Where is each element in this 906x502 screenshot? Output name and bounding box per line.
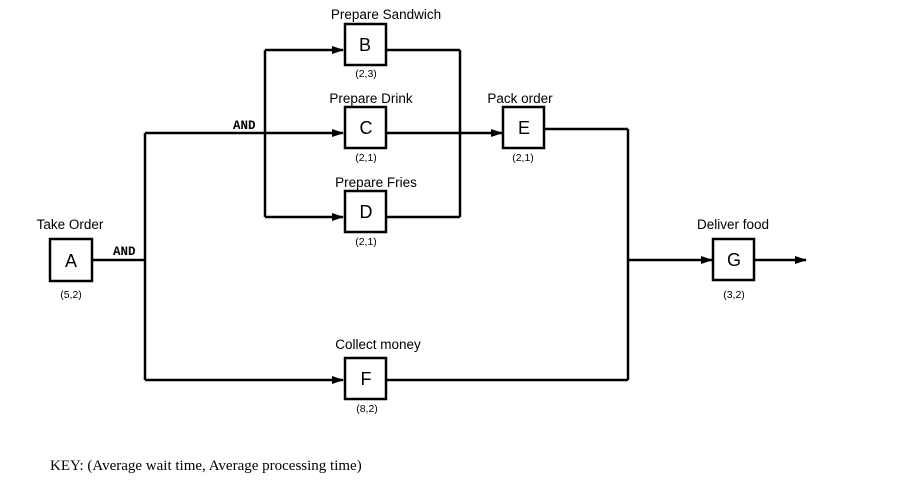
- node-d-title: Prepare Fries: [335, 175, 417, 190]
- and-gate-label-1: AND: [113, 245, 136, 259]
- node-c-params: (2,1): [355, 152, 377, 164]
- node-d-params: (2,1): [355, 236, 377, 248]
- node-f-letter: F: [361, 369, 372, 389]
- node-a-box: [48, 237, 94, 283]
- node-e: Pack order E (2,1): [487, 91, 553, 164]
- node-f: Collect money F (8,2): [335, 337, 421, 415]
- node-b-letter: B: [359, 35, 371, 55]
- node-d-box: [343, 189, 388, 234]
- node-f-params: (8,2): [356, 403, 378, 415]
- node-d-letter: D: [360, 202, 373, 222]
- node-b: Prepare Sandwich B (2,3): [331, 7, 441, 80]
- node-b-params: (2,3): [355, 68, 377, 80]
- node-b-box: [343, 22, 388, 67]
- node-e-box: [501, 105, 546, 150]
- node-e-params: (2,1): [512, 152, 534, 164]
- connectors: [92, 46, 807, 384]
- node-g-letter: G: [727, 250, 741, 270]
- node-e-title: Pack order: [487, 91, 553, 106]
- node-g: Deliver food G (3,2): [697, 217, 769, 301]
- and-gate-label-2: AND: [233, 119, 256, 133]
- node-e-letter: E: [518, 118, 530, 138]
- node-c-box: [343, 105, 388, 150]
- node-a: Take Order A (5,2): [37, 217, 104, 301]
- node-d: Prepare Fries D (2,1): [335, 175, 417, 248]
- node-a-params: (5,2): [60, 289, 82, 301]
- node-c-letter: C: [360, 118, 373, 138]
- node-f-title: Collect money: [335, 337, 421, 352]
- node-f-box: [343, 356, 388, 401]
- node-a-letter: A: [65, 251, 77, 271]
- node-g-title: Deliver food: [697, 217, 769, 232]
- node-a-title: Take Order: [37, 217, 104, 232]
- node-g-params: (3,2): [723, 289, 745, 301]
- node-c-title: Prepare Drink: [329, 91, 413, 106]
- node-c: Prepare Drink C (2,1): [329, 91, 413, 164]
- node-b-title: Prepare Sandwich: [331, 7, 441, 22]
- diagram-key: KEY: (Average wait time, Average process…: [50, 458, 362, 474]
- node-g-box: [711, 237, 756, 282]
